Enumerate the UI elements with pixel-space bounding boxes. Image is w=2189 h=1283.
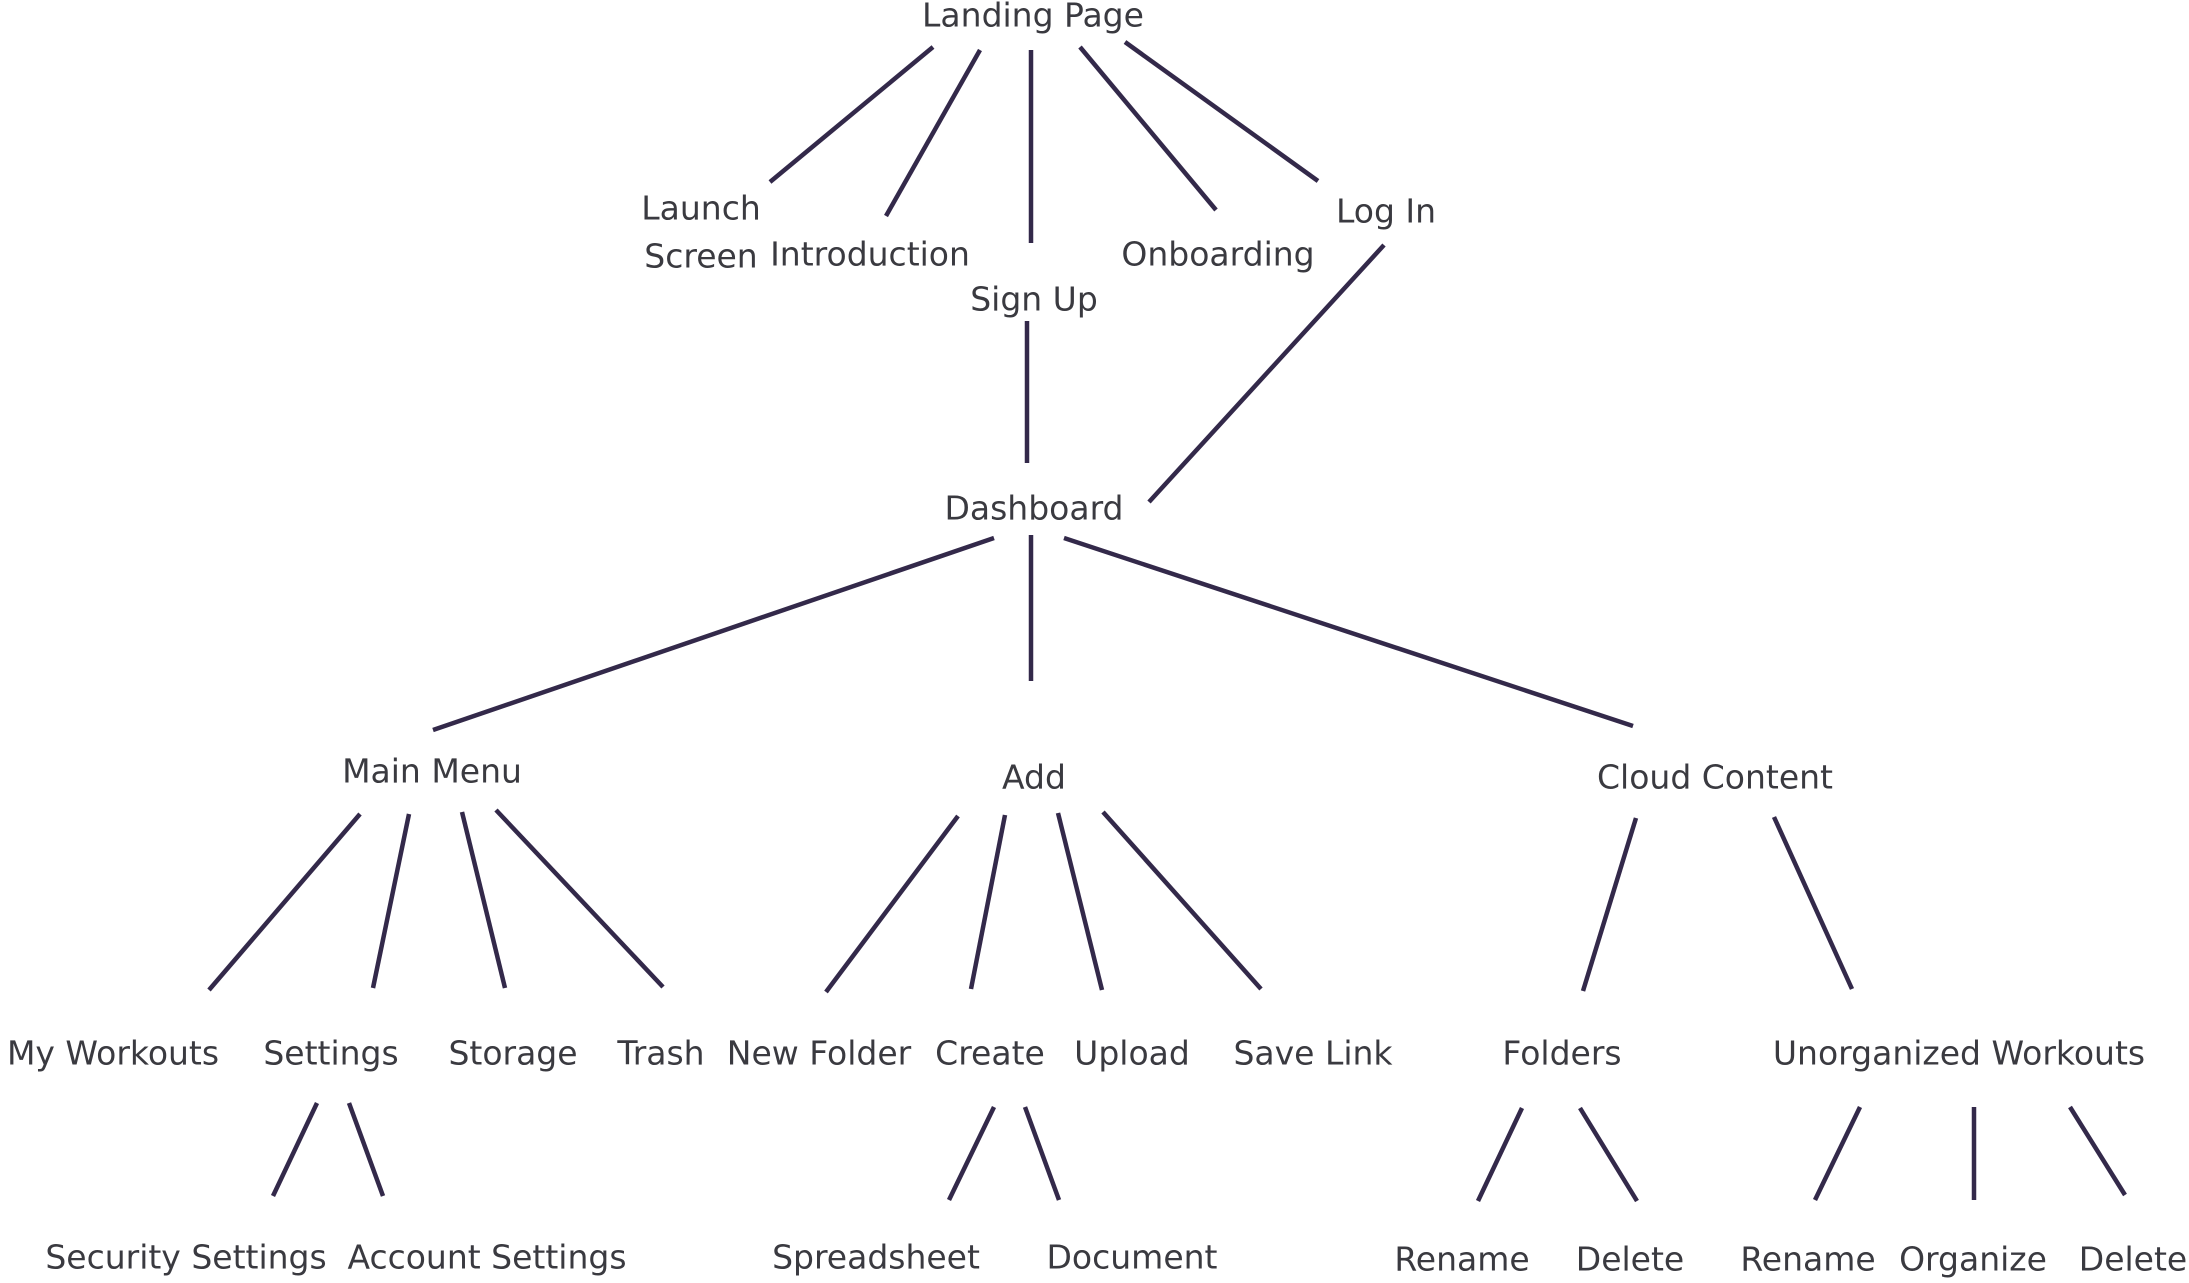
node-dashboard: Dashboard (944, 489, 1123, 528)
node-create: Create (935, 1034, 1045, 1073)
node-security-settings: Security Settings (45, 1238, 326, 1277)
node-launch-screen-line2: Screen (644, 237, 757, 276)
edge-mainmenu-storage (459, 811, 508, 989)
node-introduction: Introduction (770, 235, 970, 274)
edge-cloud-unorganized (1771, 816, 1855, 990)
node-save-link: Save Link (1233, 1034, 1393, 1073)
node-folders-rename: Rename (1394, 1240, 1529, 1279)
edge-dashboard-mainmenu (432, 535, 995, 733)
node-account-settings: Account Settings (347, 1238, 626, 1277)
node-add: Add (1002, 758, 1066, 797)
edge-landing-onboarding (1078, 45, 1218, 212)
connectors (207, 40, 2127, 1203)
edge-folders-delete (1578, 1106, 1639, 1203)
node-launch-screen-line1: Launch (641, 189, 761, 228)
node-sign-up: Sign Up (970, 280, 1098, 319)
edge-add-newfolder (824, 814, 960, 994)
edge-landing-login (1123, 40, 1320, 183)
node-my-workouts: My Workouts (7, 1034, 219, 1073)
node-log-in: Log In (1336, 192, 1436, 231)
node-main-menu: Main Menu (342, 752, 522, 791)
node-unorganized-workouts: Unorganized Workouts (1773, 1034, 2145, 1073)
node-unorganized-organize: Organize (1899, 1240, 2047, 1279)
node-onboarding: Onboarding (1121, 235, 1314, 274)
node-upload: Upload (1074, 1034, 1190, 1073)
node-labels: Landing Page Launch Screen Introduction … (7, 0, 2187, 1279)
node-folders-delete: Delete (1576, 1240, 1684, 1279)
edge-cloud-folders (1580, 817, 1639, 992)
edge-dashboard-cloud (1063, 535, 1634, 729)
node-unorganized-delete: Delete (2079, 1240, 2187, 1279)
edge-landing-introduction (884, 48, 982, 218)
edge-create-spreadsheet (946, 1106, 997, 1201)
node-landing-page: Landing Page (922, 0, 1144, 35)
edge-add-savelink (1101, 810, 1263, 991)
edge-mainmenu-settings (370, 813, 412, 989)
edge-unorganized-rename (1812, 1106, 1863, 1201)
edge-settings-security (270, 1102, 320, 1197)
edge-create-document (1022, 1106, 1062, 1201)
edge-mainmenu-trash (494, 808, 665, 989)
node-spreadsheet: Spreadsheet (772, 1238, 980, 1277)
edge-landing-launch (768, 45, 935, 184)
node-settings: Settings (263, 1034, 398, 1073)
edge-add-upload (1055, 812, 1105, 991)
node-cloud-content: Cloud Content (1597, 758, 1833, 797)
node-trash: Trash (616, 1034, 704, 1073)
edge-unorganized-delete (2068, 1105, 2127, 1197)
node-folders: Folders (1502, 1034, 1621, 1073)
node-new-folder: New Folder (727, 1034, 912, 1073)
edge-settings-account (346, 1102, 386, 1197)
node-document: Document (1047, 1238, 1218, 1277)
edge-mainmenu-myworkouts (207, 812, 362, 992)
edge-login-dashboard (1147, 243, 1386, 504)
node-unorganized-rename: Rename (1740, 1240, 1875, 1279)
edge-add-create (968, 814, 1008, 990)
edge-folders-rename (1475, 1107, 1525, 1202)
node-storage: Storage (448, 1034, 577, 1073)
